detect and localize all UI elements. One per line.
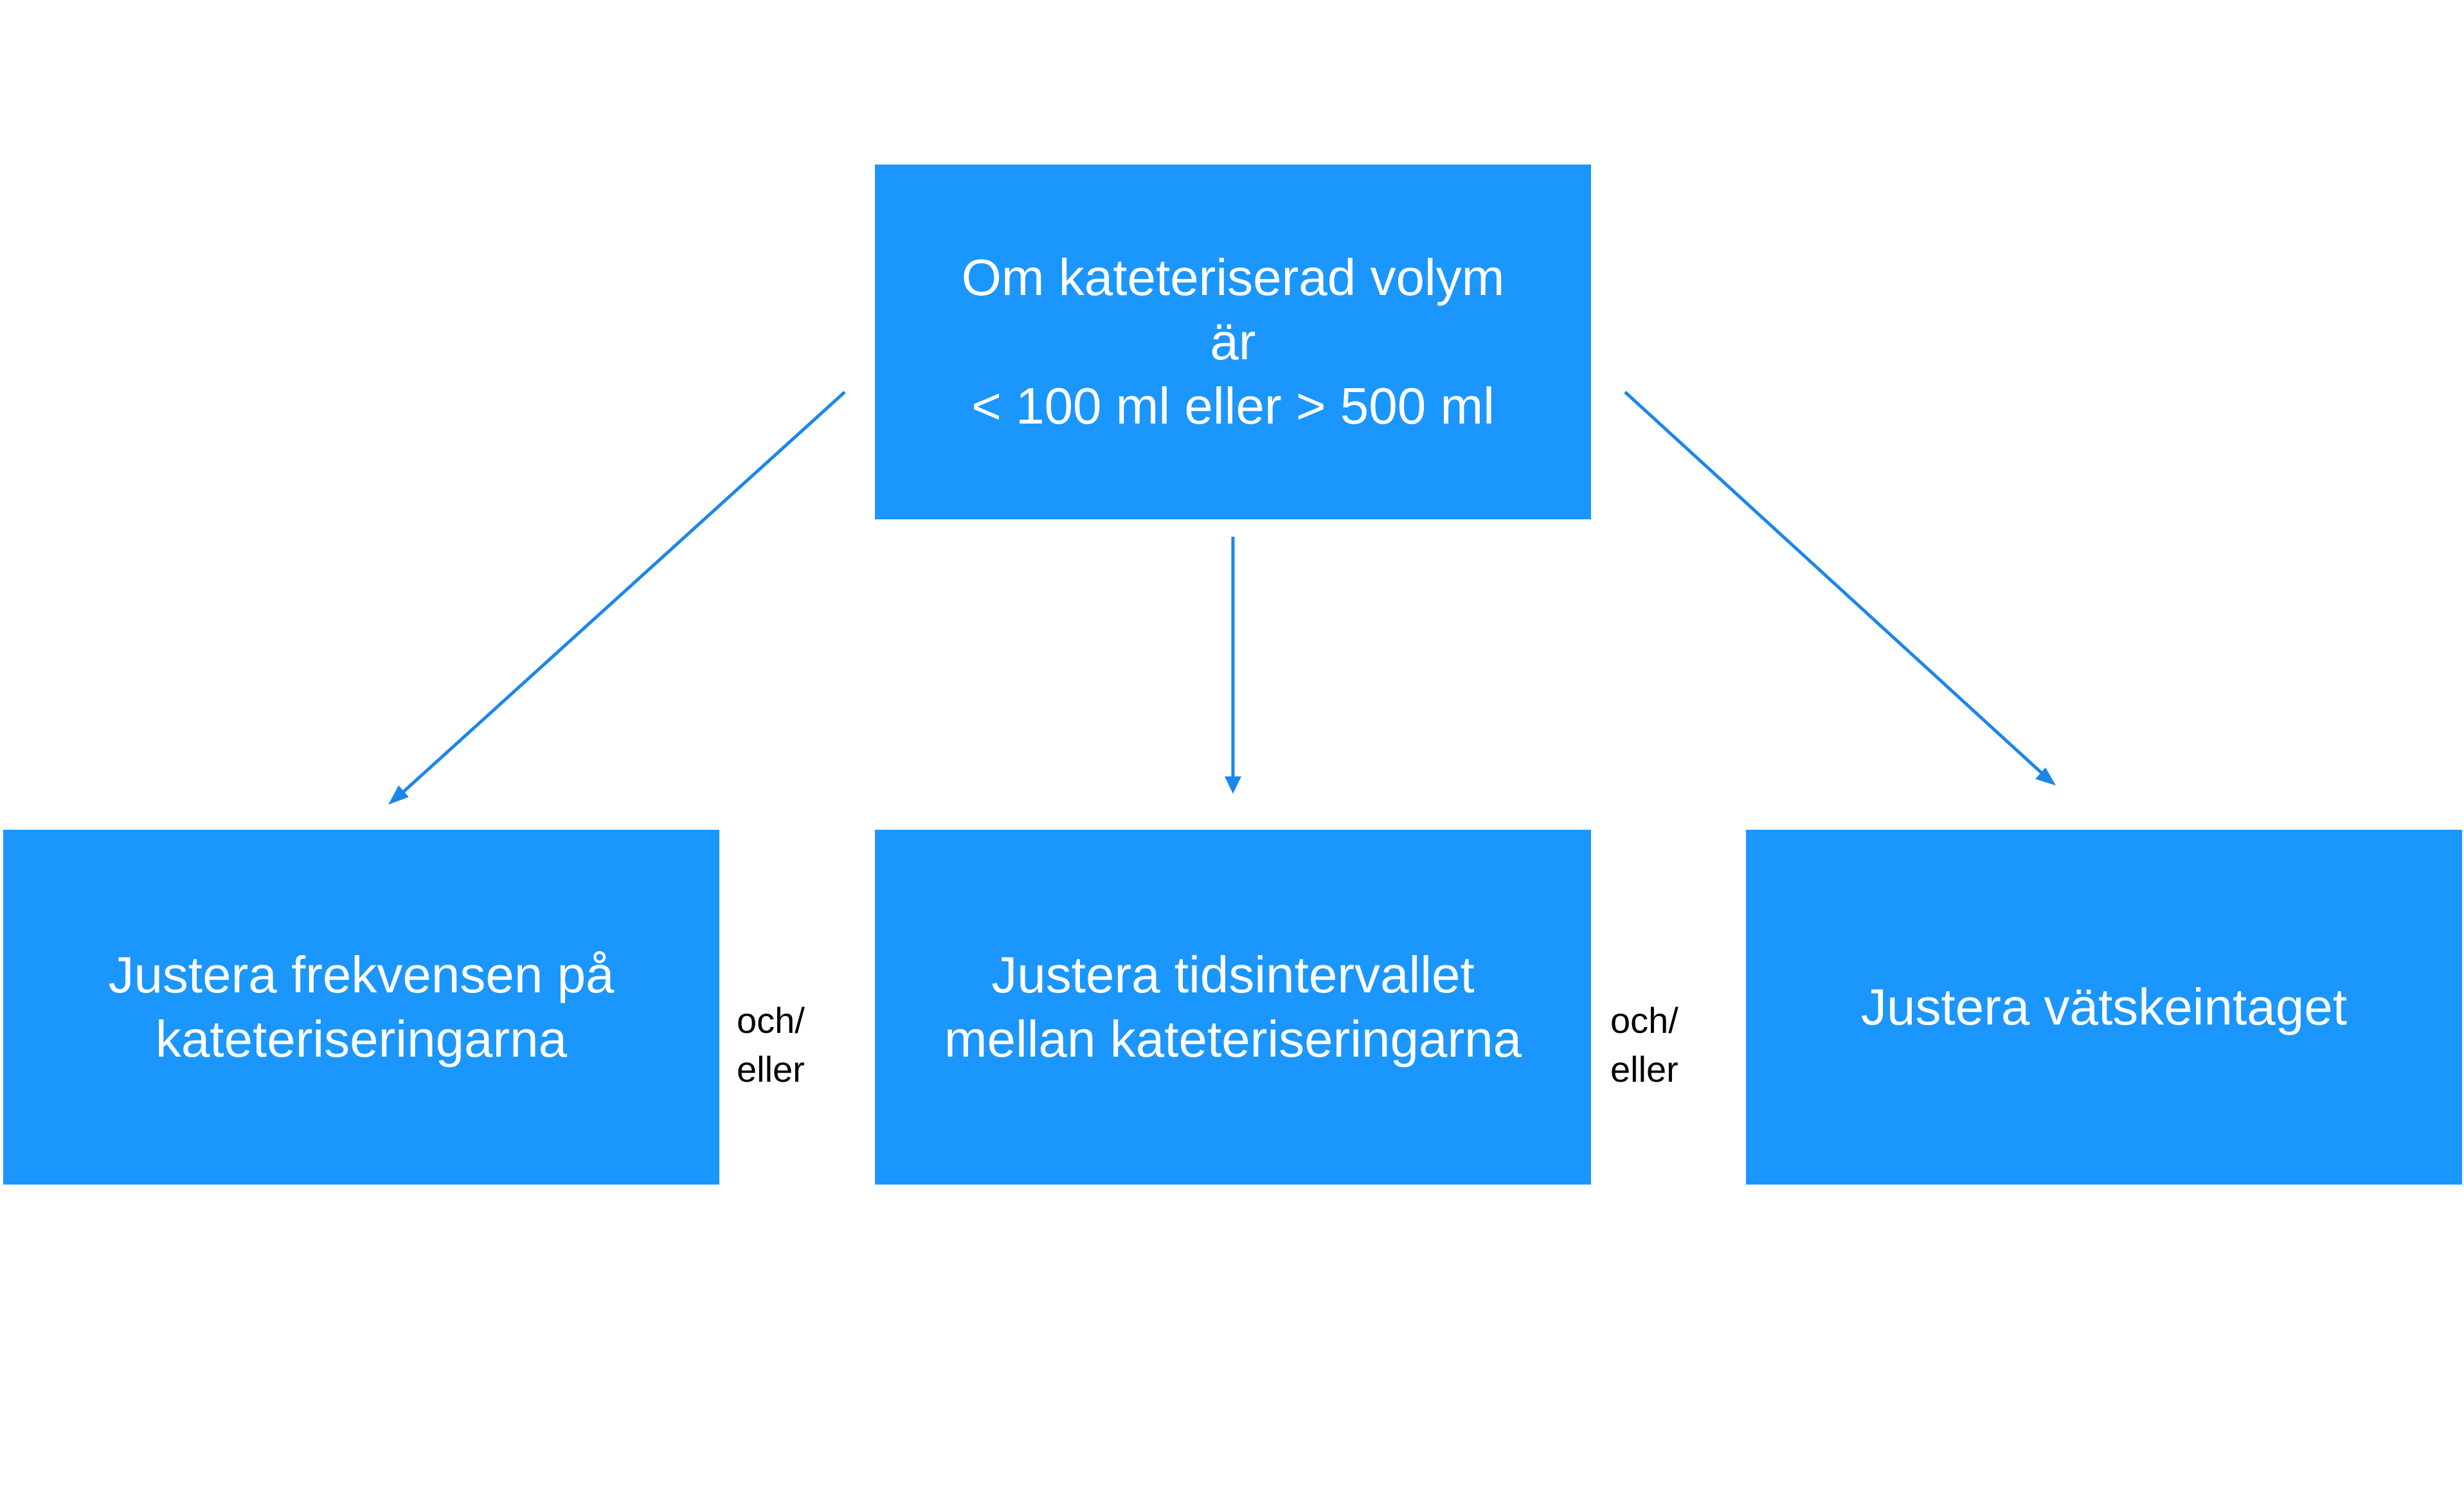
action-box-line: mellan kateteriseringarna (944, 1010, 1522, 1068)
connector-line: eller (1610, 1048, 1678, 1089)
action-box-line: Justera tidsintervallet (991, 946, 1475, 1003)
action-box-interval: Justera tidsintervallet mellan kateteris… (875, 830, 1591, 1185)
arrowhead-middle (1225, 776, 1241, 794)
connector-line: och/ (737, 1000, 805, 1041)
arrow-top-to-right (1624, 391, 2048, 779)
decision-box-line: < 100 ml eller > 500 ml (971, 377, 1495, 434)
action-box-frequency: Justera frekvensen på kateteriseringarna (3, 830, 719, 1185)
connector-line: och/ (1610, 1000, 1678, 1041)
decision-box-line: är (1210, 313, 1256, 370)
action-box-fluid-intake: Justera vätskeintaget (1746, 830, 2462, 1185)
arrowhead-left (388, 785, 409, 805)
connector-line: eller (737, 1048, 805, 1089)
arrow-top-to-left (392, 391, 846, 802)
decision-box-line: Om kateteriserad volym (961, 249, 1505, 306)
arrowhead-right (2035, 767, 2056, 785)
connector-and-or-1: och/ eller (737, 996, 805, 1093)
decision-box-volume: Om kateteriserad volym är < 100 ml eller… (875, 165, 1591, 519)
action-box-line: Justera vätskeintaget (1861, 978, 2347, 1035)
action-box-line: Justera frekvensen på (108, 946, 615, 1003)
connector-and-or-2: och/ eller (1610, 996, 1678, 1093)
action-box-line: kateteriseringarna (155, 1010, 568, 1068)
